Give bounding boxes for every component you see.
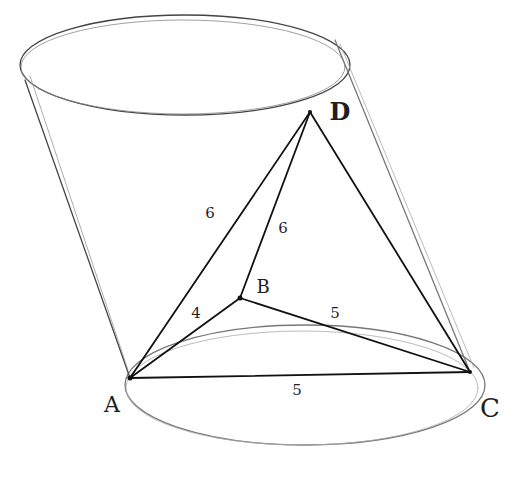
edge-AD — [130, 112, 310, 378]
vertex-letter: B — [256, 278, 269, 296]
vertex-letter: C — [480, 395, 500, 421]
edge-length: 5 — [292, 383, 302, 398]
vertex-dot — [308, 110, 312, 114]
cylinder-top-sketch — [21, 20, 345, 114]
cylinder-bottom-sketch — [126, 331, 478, 445]
edge-length: 5 — [330, 306, 340, 321]
vertex-dot — [468, 370, 472, 374]
cylinder-side-sketch — [340, 44, 474, 368]
cylinder-side — [335, 40, 470, 372]
vertex-dot — [128, 376, 133, 381]
edge-length: 4 — [191, 306, 201, 321]
edge-AC — [130, 372, 470, 378]
edge-length: 6 — [205, 206, 215, 221]
vertex-dot — [238, 296, 243, 301]
edge-AB — [130, 298, 240, 378]
vertex-letter: D — [330, 100, 351, 124]
cylinder-top — [20, 15, 350, 115]
edge-BC — [240, 298, 470, 372]
edge-BD — [240, 112, 310, 298]
edge-CD — [310, 112, 470, 372]
vertex-letter: A — [104, 394, 120, 416]
cylinder-side — [25, 80, 130, 378]
edge-length: 6 — [278, 221, 288, 236]
cylinder-side-sketch — [30, 76, 128, 370]
